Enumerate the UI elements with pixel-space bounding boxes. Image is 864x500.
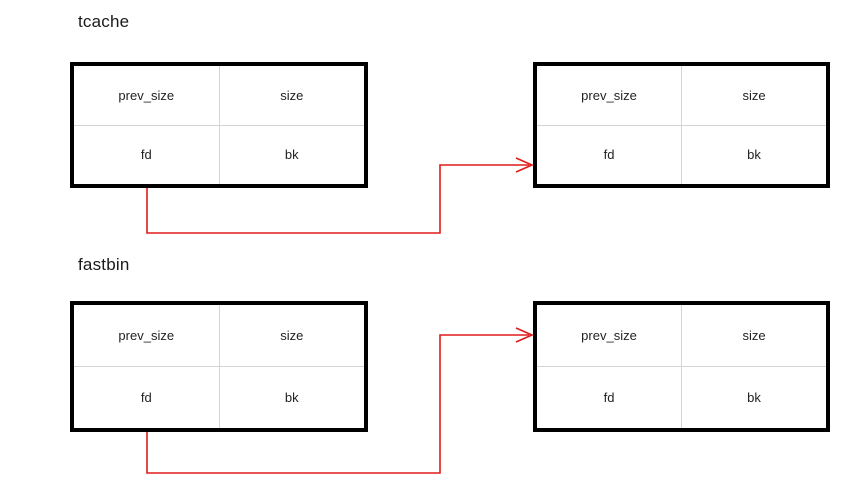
- cell-prev-size: prev_size: [74, 66, 220, 125]
- chunk-row-header: prev_size size: [537, 305, 826, 367]
- cell-bk: bk: [747, 390, 761, 405]
- chunk-box-tcache-left: prev_size size fd bk: [70, 62, 368, 188]
- cell-fd: fd: [537, 125, 682, 184]
- chunk-row-pointers: fd bk: [537, 367, 826, 428]
- chunk-box-fastbin-right: prev_size size fd bk: [533, 301, 830, 432]
- cell-fd: fd: [74, 125, 220, 184]
- chunk-row-header: prev_size size: [74, 66, 364, 126]
- section-title-tcache: tcache: [78, 12, 130, 31]
- chunk-row-pointers: fd bk: [74, 125, 364, 184]
- cell-bk: bk: [284, 390, 299, 405]
- cell-size: size: [742, 328, 766, 343]
- cell-prev-size: prev_size: [74, 305, 220, 366]
- chunk-row-header: prev_size size: [537, 66, 826, 126]
- cell-fd: fd: [74, 367, 220, 428]
- chunk-row-header: prev_size size: [74, 305, 364, 367]
- cell-fd: fd: [537, 367, 682, 428]
- chunk-box-fastbin-left: prev_size size fd bk: [70, 301, 368, 432]
- cell-size: size: [742, 87, 766, 103]
- cell-bk: bk: [747, 147, 761, 163]
- chunk-box-tcache-right: prev_size size fd bk: [533, 62, 830, 188]
- cell-bk: bk: [284, 147, 299, 163]
- cell-size: size: [280, 328, 304, 343]
- section-title-fastbin: fastbin: [78, 255, 130, 274]
- chunk-row-pointers: fd bk: [74, 367, 364, 428]
- cell-size: size: [280, 87, 304, 103]
- cell-prev-size: prev_size: [537, 305, 682, 366]
- chunk-row-pointers: fd bk: [537, 125, 826, 184]
- cell-prev-size: prev_size: [537, 66, 682, 125]
